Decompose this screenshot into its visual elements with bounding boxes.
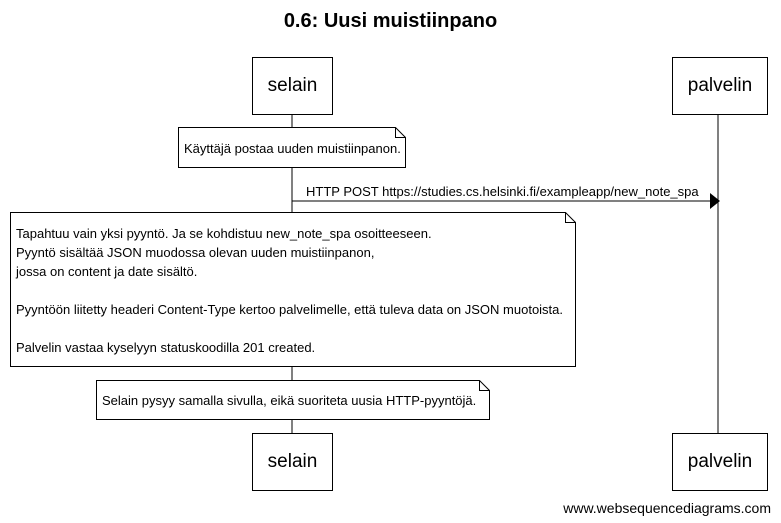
note-shape-3 xyxy=(96,380,490,420)
note-2-line-4 xyxy=(16,281,569,300)
note-1-line-1: Käyttäjä postaa uuden muistiinpanon. xyxy=(184,141,401,156)
watermark: www.websequencediagrams.com xyxy=(563,500,771,516)
participant-selain-bottom-label: selain xyxy=(267,451,318,472)
note-2-line-2: Pyyntö sisältää JSON muodossa olevan uud… xyxy=(16,245,375,260)
note-2-line-3: jossa on content ja date sisältö. xyxy=(16,264,198,279)
note-3-line-1: Selain pysyy samalla sivulla, eikä suori… xyxy=(102,393,477,408)
participant-selain-top-label: selain xyxy=(267,75,318,96)
message-arrowhead xyxy=(710,193,720,209)
note-2-line-7: Palvelin vastaa kyselyyn statuskoodilla … xyxy=(16,340,316,355)
diagram-title: 0.6: Uusi muistiinpano xyxy=(283,10,498,32)
participant-selain-top: selain xyxy=(252,57,333,115)
message-label-http-post: HTTP POST https://studies.cs.helsinki.fi… xyxy=(306,184,699,199)
participant-palvelin-top: palvelin xyxy=(672,57,768,115)
note-browser-stays: Selain pysyy samalla sivulla, eikä suori… xyxy=(96,391,489,410)
note-request-details: Tapahtuu vain yksi pyyntö. Ja se kohdist… xyxy=(10,224,575,357)
note-2-line-1: Tapahtuu vain yksi pyyntö. Ja se kohdist… xyxy=(16,226,432,241)
note-shape-2 xyxy=(10,212,576,367)
note-2-line-5: Pyyntöön liitetty headeri Content-Type k… xyxy=(16,302,564,317)
participant-palvelin-top-label: palvelin xyxy=(687,75,753,96)
participant-palvelin-bottom-label: palvelin xyxy=(687,451,753,472)
note-shape-1 xyxy=(178,127,406,168)
note-2-line-6 xyxy=(16,319,569,338)
participant-selain-bottom: selain xyxy=(252,433,333,491)
note-user-posts: Käyttäjä postaa uuden muistiinpanon. xyxy=(178,139,405,158)
participant-palvelin-bottom: palvelin xyxy=(672,433,768,491)
